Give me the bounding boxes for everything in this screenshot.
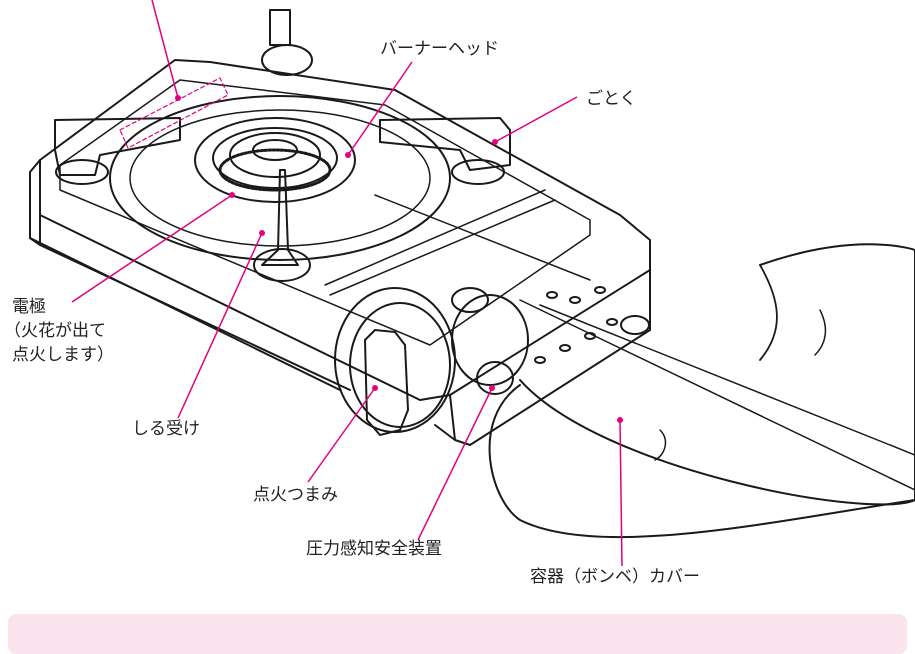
leader-top-left xyxy=(151,0,179,99)
stove-illustration xyxy=(29,0,915,567)
drip-tray xyxy=(109,95,451,261)
leader-burner-head xyxy=(347,61,413,156)
leader-lines xyxy=(71,0,623,567)
leader-ignition-knob xyxy=(307,387,376,483)
stove-body-top xyxy=(39,59,651,401)
label-electrode-line3: 点火します） xyxy=(12,345,114,365)
pressure-device xyxy=(451,294,529,386)
trivet-left xyxy=(54,117,181,176)
leader-electrode xyxy=(71,194,233,303)
leader-canister-cover xyxy=(619,419,623,567)
leader-dots xyxy=(175,95,623,423)
label-electrode-line2: （火花が出て xyxy=(4,321,106,341)
knob-housing xyxy=(334,287,456,433)
label-pressure-safety: 圧力感知安全装置 xyxy=(306,539,442,559)
label-trivet: ごとく xyxy=(586,89,637,109)
burner-head xyxy=(194,117,356,203)
stove-diagram: バーナーヘッド ごとく 電極 （火花が出て 点火します） しる受け 点火つまみ … xyxy=(4,0,915,654)
label-burner-head: バーナーヘッド xyxy=(380,39,499,59)
leader-drip-tray xyxy=(177,232,263,419)
label-ignition-knob: 点火つまみ xyxy=(253,485,338,505)
label-drip-tray: しる受け xyxy=(132,419,200,439)
label-electrode-line1: 電極 xyxy=(12,297,46,317)
trivet-back xyxy=(261,9,313,76)
leader-trivet xyxy=(494,96,578,143)
trivet-right xyxy=(379,117,511,171)
note-box xyxy=(8,614,907,654)
ignition-knob xyxy=(364,329,409,436)
leader-pressure-safety xyxy=(417,387,493,541)
label-canister-cover: 容器（ボンベ）カバー xyxy=(530,567,700,587)
